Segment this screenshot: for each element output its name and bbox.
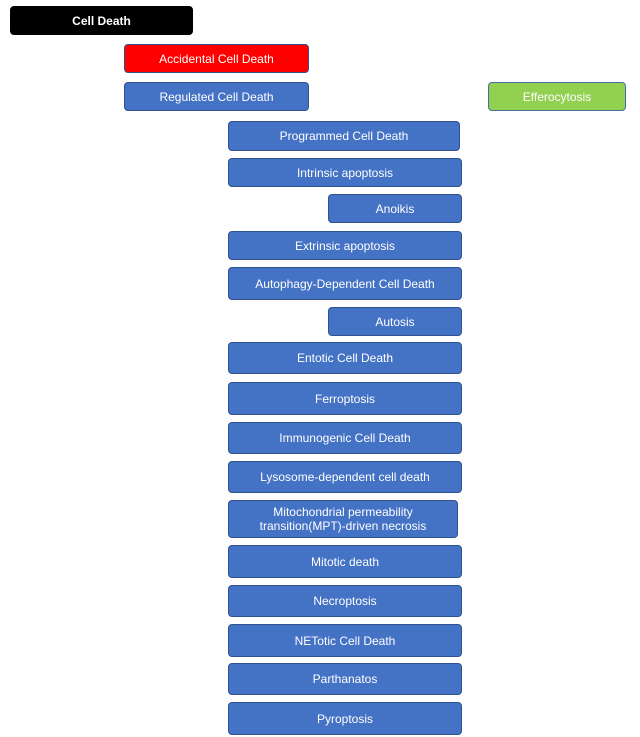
node-intrinsic-apoptosis: Intrinsic apoptosis [228,158,462,187]
node-netotic-cell-death: NETotic Cell Death [228,624,462,657]
node-extrinsic-apoptosis: Extrinsic apoptosis [228,231,462,260]
node-autosis: Autosis [328,307,462,336]
node-mitotic-death: Mitotic death [228,545,462,578]
node-regulated-cell-death: Regulated Cell Death [124,82,309,111]
node-ferroptosis: Ferroptosis [228,382,462,415]
node-autophagy-dependent-cell-death: Autophagy-Dependent Cell Death [228,267,462,300]
node-programmed-cell-death: Programmed Cell Death [228,121,460,151]
node-cell-death: Cell Death [10,6,193,35]
node-anoikis: Anoikis [328,194,462,223]
node-parthanatos: Parthanatos [228,663,462,695]
node-accidental-cell-death: Accidental Cell Death [124,44,309,73]
node-immunogenic-cell-death: Immunogenic Cell Death [228,422,462,454]
node-lysosome-dependent-cell-death: Lysosome-dependent cell death [228,461,462,493]
node-mpt-driven-necrosis: Mitochondrial permeability transition(MP… [228,500,458,538]
node-necroptosis: Necroptosis [228,585,462,617]
node-efferocytosis: Efferocytosis [488,82,626,111]
node-pyroptosis: Pyroptosis [228,702,462,735]
node-entotic-cell-death: Entotic Cell Death [228,342,462,374]
